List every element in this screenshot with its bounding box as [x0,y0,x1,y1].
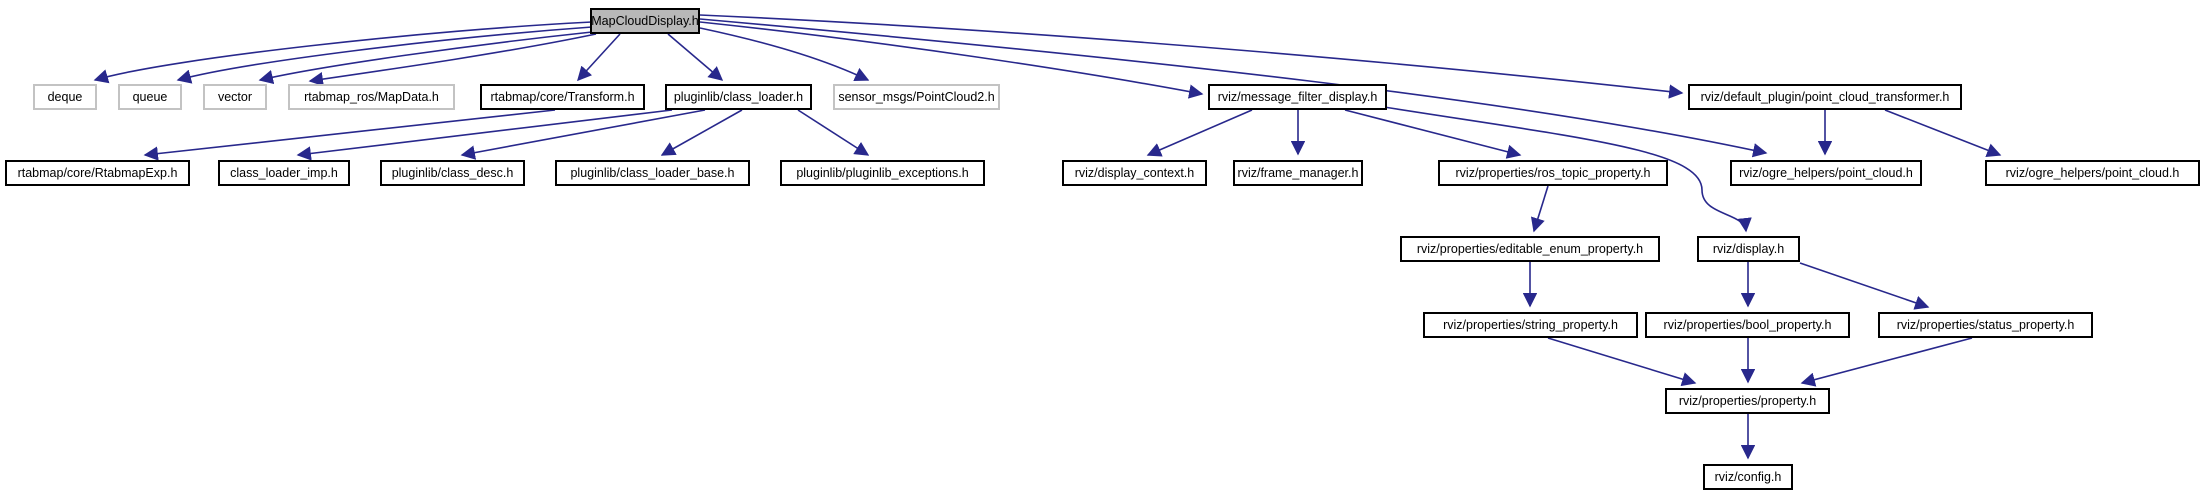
graph-node-display[interactable]: rviz/display.h [1697,236,1800,262]
graph-node-label: rviz/message_filter_display.h [1217,89,1378,104]
graph-node-label: pluginlib/pluginlib_exceptions.h [796,165,969,180]
graph-node-exceptions[interactable]: pluginlib/pluginlib_exceptions.h [780,160,985,186]
graph-node-transform[interactable]: rtabmap/core/Transform.h [480,84,645,110]
graph-node-dispctx[interactable]: rviz/display_context.h [1062,160,1207,186]
edge-msgfilter-display [1383,106,1752,233]
graph-node-stringp[interactable]: rviz/properties/string_property.h [1423,312,1638,338]
edge-classloader-exceptions [797,109,870,156]
graph-node-deque: deque [33,84,97,110]
graph-node-label: rtabmap_ros/MapData.h [304,89,439,104]
graph-node-config[interactable]: rviz/config.h [1703,464,1793,490]
graph-node-label: rviz/properties/ros_topic_property.h [1455,165,1651,180]
graph-node-rostopic[interactable]: rviz/properties/ros_topic_property.h [1438,160,1668,186]
graph-node-imp[interactable]: class_loader_imp.h [218,160,350,186]
edge-root-mapdata [308,33,597,87]
edge-root-pointcloud2 [699,27,870,81]
edge-rostopic-editenum [1530,185,1549,233]
edge-transform-rtabmapexp [143,109,556,161]
graph-node-msgfilter[interactable]: rviz/message_filter_display.h [1208,84,1387,110]
edge-root-queue [176,26,593,84]
graph-node-label: rviz/properties/string_property.h [1443,317,1618,332]
graph-node-label: class_loader_imp.h [230,165,338,180]
edge-statusp-property [1800,337,1973,387]
graph-node-label: rviz/properties/status_property.h [1896,317,2075,332]
edge-msgfilter-rostopic [1344,109,1522,159]
graph-node-root: MapCloudDisplay.h [590,8,700,34]
graph-node-desc[interactable]: pluginlib/class_desc.h [380,160,525,186]
graph-node-label: rviz/ogre_helpers/point_cloud.h [1739,165,1913,180]
graph-node-label: MapCloudDisplay.h [591,13,699,28]
graph-node-transformer[interactable]: rviz/default_plugin/point_cloud_transfor… [1688,84,1962,110]
graph-node-label: sensor_msgs/PointCloud2.h [838,89,995,104]
graph-node-label: queue [132,89,168,104]
edge-display-statusp [1799,262,1930,310]
graph-node-queue: queue [118,84,182,110]
graph-node-label: pluginlib/class_desc.h [391,165,514,180]
graph-node-label: rtabmap/core/Transform.h [490,89,635,104]
graph-node-classloader[interactable]: pluginlib/class_loader.h [665,84,812,110]
graph-node-editenum[interactable]: rviz/properties/editable_enum_property.h [1400,236,1660,262]
graph-node-vector: vector [203,84,267,110]
graph-node-label: deque [47,89,83,104]
edge-root-transformer [699,14,1684,99]
graph-node-statusp[interactable]: rviz/properties/status_property.h [1878,312,2093,338]
graph-node-boolp[interactable]: rviz/properties/bool_property.h [1645,312,1850,338]
edge-root-transform [577,33,621,82]
edge-root-vector [258,31,593,85]
edge-classloader-imp [296,109,673,161]
graph-node-label: rviz/ogre_helpers/point_cloud.h [2005,165,2180,180]
edge-root-deque [93,21,593,84]
graph-node-label: rviz/frame_manager.h [1237,165,1359,180]
edge-transformer-pc2 [1884,109,2002,157]
graph-node-framemgr[interactable]: rviz/frame_manager.h [1233,160,1363,186]
graph-node-pointcloud2: sensor_msgs/PointCloud2.h [833,84,1000,110]
graph-node-label: rtabmap/core/RtabmapExp.h [17,165,178,180]
graph-node-mapdata: rtabmap_ros/MapData.h [288,84,455,110]
graph-node-rtabmapexp[interactable]: rtabmap/core/RtabmapExp.h [5,160,190,186]
graph-node-label: rviz/display_context.h [1074,165,1195,180]
edge-stringp-property [1547,337,1697,387]
edge-classloader-base [660,109,743,156]
edge-root-msgfilter [699,21,1204,99]
graph-node-label: vector [217,89,253,104]
edge-msgfilter-dispctx [1146,109,1253,157]
graph-node-label: rviz/config.h [1714,469,1782,484]
graph-node-pc1[interactable]: rviz/ogre_helpers/point_cloud.h [1730,160,1922,186]
graph-node-label: rviz/properties/bool_property.h [1663,317,1832,332]
edge-root-pc1 [699,18,1768,158]
graph-node-label: pluginlib/class_loader_base.h [570,165,735,180]
edge-root-classloader [667,33,724,81]
graph-node-label: rviz/display.h [1712,241,1785,256]
graph-node-base[interactable]: pluginlib/class_loader_base.h [555,160,750,186]
edge-classloader-desc [460,109,706,160]
graph-node-label: rviz/properties/property.h [1678,393,1817,408]
graph-node-property[interactable]: rviz/properties/property.h [1665,388,1830,414]
graph-node-label: rviz/properties/editable_enum_property.h [1416,241,1644,256]
graph-node-label: rviz/default_plugin/point_cloud_transfor… [1700,89,1950,104]
graph-node-pc2[interactable]: rviz/ogre_helpers/point_cloud.h [1985,160,2200,186]
graph-node-label: pluginlib/class_loader.h [673,89,804,104]
